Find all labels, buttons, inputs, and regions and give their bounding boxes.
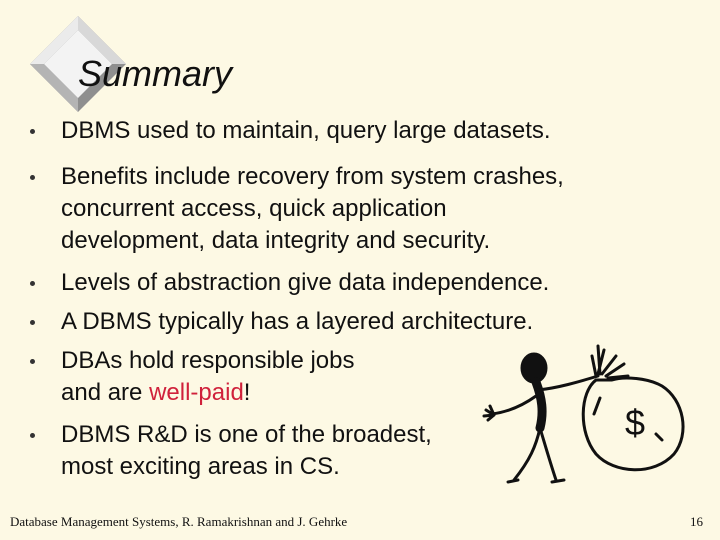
bullet-icon bbox=[30, 320, 35, 325]
bullet-text: concurrent access, quick application bbox=[61, 195, 447, 222]
beveled-diamond-icon bbox=[30, 16, 126, 112]
bullet-text: Benefits include recovery from system cr… bbox=[61, 163, 564, 190]
bullet-icon bbox=[30, 281, 35, 286]
bullet-text: most exciting areas in CS. bbox=[61, 453, 340, 480]
footer-credit: Database Management Systems, R. Ramakris… bbox=[10, 514, 348, 529]
bullet-text: Levels of abstraction give data independ… bbox=[61, 269, 550, 296]
bullet-text: DBMS R&D is one of the broadest, bbox=[61, 421, 432, 448]
bullet-icon bbox=[30, 129, 35, 134]
bullet-icon bbox=[30, 433, 35, 438]
bullet-icon bbox=[30, 359, 35, 364]
bullet-text: development, data integrity and security… bbox=[61, 227, 491, 254]
page-number: 16 bbox=[690, 514, 703, 529]
highlight-text: well-paid bbox=[149, 379, 244, 406]
bullet-text-line: and are well-paid! bbox=[61, 378, 250, 408]
bullet-text: DBMS used to maintain, query large datas… bbox=[61, 117, 551, 144]
dollar-sign-label: $ bbox=[625, 402, 645, 443]
bullet-text: A DBMS typically has a layered architect… bbox=[61, 308, 534, 335]
bullet-text: DBAs hold responsible jobs bbox=[61, 347, 355, 374]
slide-title: Summary bbox=[78, 53, 233, 94]
person-with-money-bag-icon: $ bbox=[482, 344, 685, 484]
bullet-icon bbox=[30, 175, 35, 180]
bullet-text-tail: ! bbox=[243, 379, 251, 406]
bullet-text-lead: and are bbox=[61, 379, 150, 406]
